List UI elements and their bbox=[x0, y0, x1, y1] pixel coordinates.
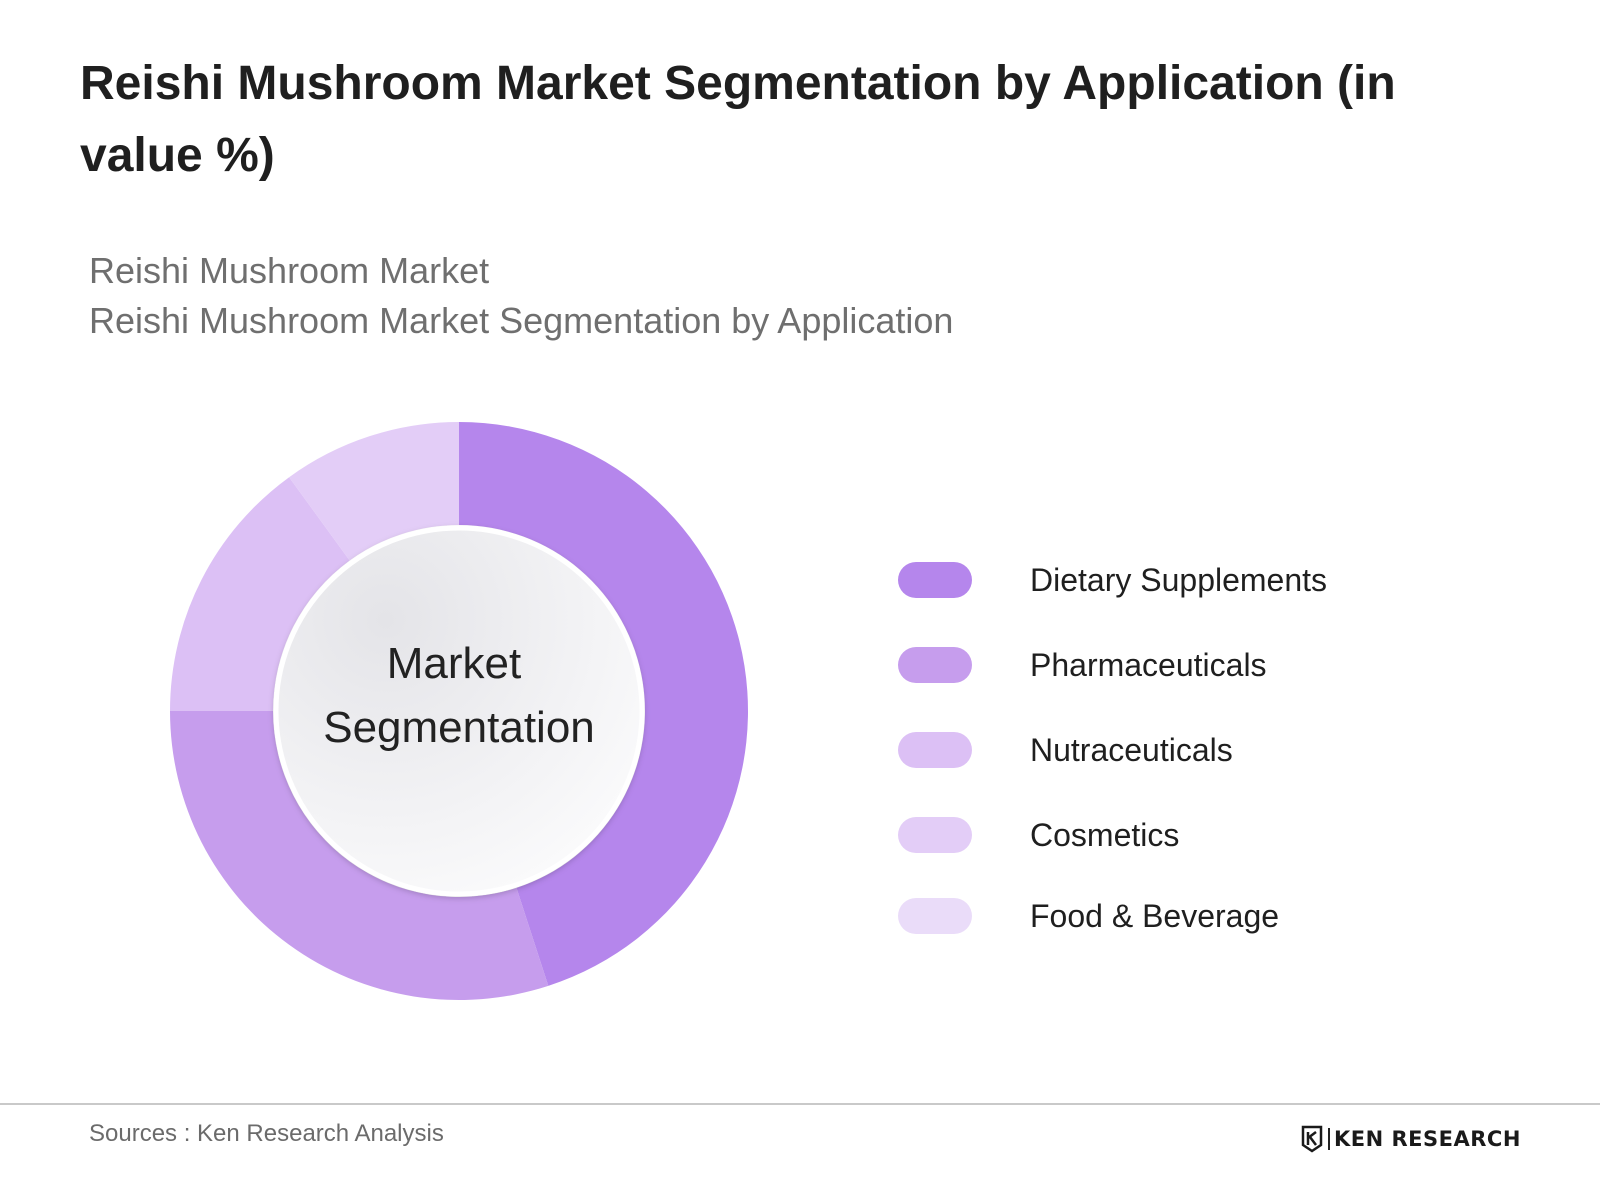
donut-slices bbox=[170, 422, 748, 1001]
footer-divider bbox=[0, 1103, 1600, 1105]
legend-label: Cosmetics bbox=[1030, 817, 1180, 853]
legend-label: Food & Beverage bbox=[1030, 898, 1280, 934]
center-label-line-2: Segmentation bbox=[323, 703, 595, 752]
ken-research-logo: KEN RESEARCH bbox=[1300, 1124, 1521, 1154]
chart-title: Reishi Mushroom Market Segmentation by A… bbox=[80, 57, 1396, 182]
legend-item: Food & Beverage bbox=[898, 896, 1418, 936]
legend-label: Pharmaceuticals bbox=[1030, 647, 1267, 683]
legend-swatch bbox=[898, 562, 972, 598]
legend-swatch bbox=[898, 898, 972, 934]
legend-item: Dietary Supplements bbox=[898, 560, 1418, 600]
ken-research-logo-icon bbox=[1301, 1125, 1323, 1153]
logo-wordmark: KEN RESEARCH bbox=[1334, 1127, 1521, 1151]
donut-slice-pharmaceuticals bbox=[170, 711, 549, 1001]
donut-slice-cosmetics bbox=[289, 422, 459, 561]
center-label-line-1: Market bbox=[387, 639, 521, 688]
subtitle-market: Reishi Mushroom Market bbox=[89, 250, 490, 291]
donut-center-disc bbox=[273, 525, 645, 897]
legend-item: Cosmetics bbox=[898, 815, 1418, 855]
legend-item: Nutraceuticals bbox=[898, 730, 1418, 770]
legend-swatch bbox=[898, 817, 972, 853]
legend-label: Nutraceuticals bbox=[1030, 732, 1233, 768]
legend-swatch bbox=[898, 732, 972, 768]
logo-separator bbox=[1328, 1128, 1330, 1150]
subtitle-segmentation: Reishi Mushroom Market Segmentation by A… bbox=[89, 300, 954, 341]
legend-swatch bbox=[898, 647, 972, 683]
subtitle-block: Reishi Mushroom Market Reishi Mushroom M… bbox=[89, 246, 953, 346]
sources-note: Sources : Ken Research Analysis bbox=[89, 1120, 444, 1147]
donut-slice-nutraceuticals bbox=[170, 477, 350, 711]
legend-label: Dietary Supplements bbox=[1030, 562, 1328, 598]
donut-slice-dietary-supplements bbox=[459, 422, 748, 986]
legend-item: Pharmaceuticals bbox=[898, 645, 1418, 685]
